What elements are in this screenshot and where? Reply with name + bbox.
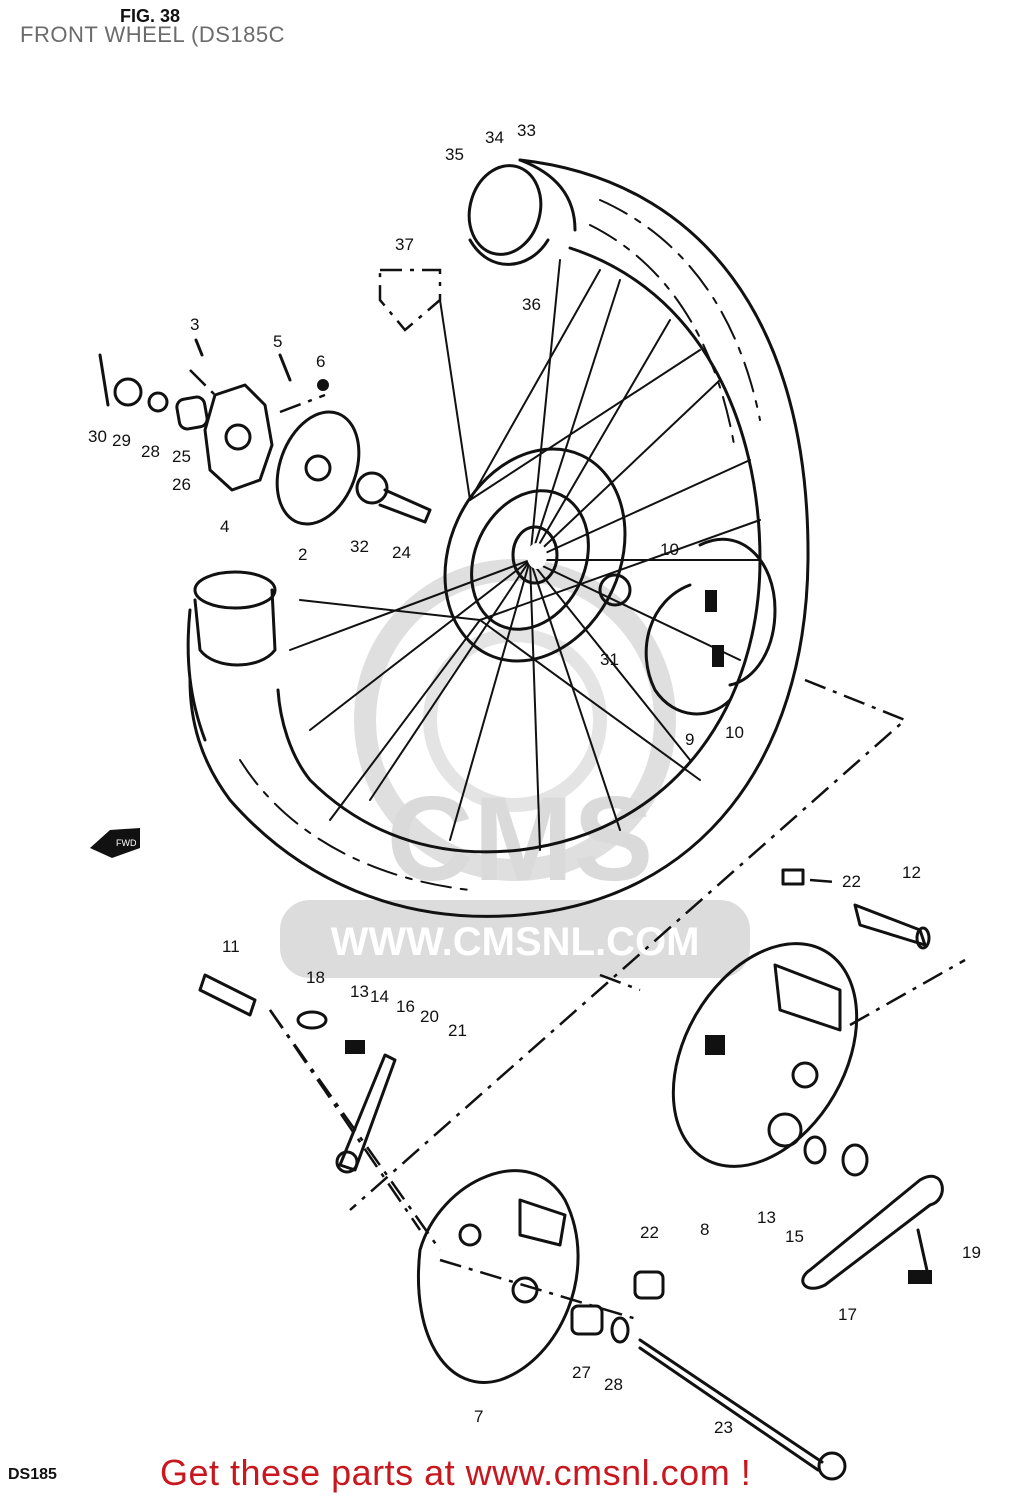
spokes (289, 259, 761, 851)
callout-5: 5 (273, 332, 282, 351)
assembly-lines (189, 268, 966, 1322)
brake-plate-left (198, 973, 847, 1481)
figure-label: FIG. 38 (120, 6, 181, 26)
watermark-url: WWW.CMSNL.COM (331, 920, 700, 964)
callout-26: 26 (172, 475, 191, 494)
callout-21: 21 (448, 1021, 467, 1040)
callout-10-upper: 10 (660, 540, 679, 559)
callout-9: 9 (685, 730, 694, 749)
model-code: DS185 (8, 1466, 57, 1483)
sprocket-side-parts (98, 338, 432, 526)
callout-35: 35 (445, 145, 464, 164)
callout-28-lower: 28 (604, 1375, 623, 1394)
callout-2: 2 (298, 545, 307, 564)
forward-arrow-label: FWD (116, 838, 137, 848)
callout-27: 27 (572, 1363, 591, 1382)
callout-31: 31 (600, 650, 619, 669)
callout-24: 24 (392, 543, 411, 562)
callout-10-lower: 10 (725, 723, 744, 742)
callout-22-lower: 22 (640, 1223, 659, 1242)
callout-32: 32 (350, 537, 369, 556)
callouts: 35 34 33 37 36 3 5 6 30 29 28 25 26 4 2 … (88, 121, 981, 1437)
callout-14: 14 (370, 987, 389, 1006)
callout-11: 11 (222, 937, 240, 956)
hub (443, 447, 632, 663)
brake-shoes (644, 537, 777, 716)
callout-19: 19 (962, 1243, 981, 1262)
callout-13-upper: 13 (350, 982, 369, 1001)
callout-36: 36 (522, 295, 541, 314)
page-title: FRONT WHEEL (DS185C (20, 22, 285, 47)
callout-15: 15 (785, 1227, 804, 1246)
get-parts-link[interactable]: Get these parts at www.cmsnl.com ! (160, 1452, 752, 1493)
callout-20: 20 (420, 1007, 439, 1026)
callout-29: 29 (112, 431, 131, 450)
tyre (186, 158, 810, 918)
callout-25: 25 (172, 447, 191, 466)
callout-8: 8 (700, 1220, 709, 1239)
callout-30: 30 (88, 427, 107, 446)
callout-3: 3 (190, 315, 199, 334)
callout-16: 16 (396, 997, 415, 1016)
callout-18: 18 (306, 968, 325, 987)
forward-arrow-icon: FWD (90, 828, 140, 858)
callout-37: 37 (395, 235, 414, 254)
callout-33: 33 (517, 121, 536, 140)
callout-7: 7 (474, 1407, 483, 1426)
callout-22-upper: 22 (842, 872, 861, 891)
callout-6: 6 (316, 352, 325, 371)
callout-12: 12 (902, 863, 921, 882)
brake-panel (671, 868, 944, 1290)
callout-13-lower: 13 (757, 1208, 776, 1227)
callout-34: 34 (485, 128, 504, 147)
callout-4: 4 (220, 517, 229, 536)
callout-23: 23 (714, 1418, 733, 1437)
callout-17: 17 (838, 1305, 857, 1324)
callout-28: 28 (141, 442, 160, 461)
watermark-brand: CMS (387, 772, 654, 906)
